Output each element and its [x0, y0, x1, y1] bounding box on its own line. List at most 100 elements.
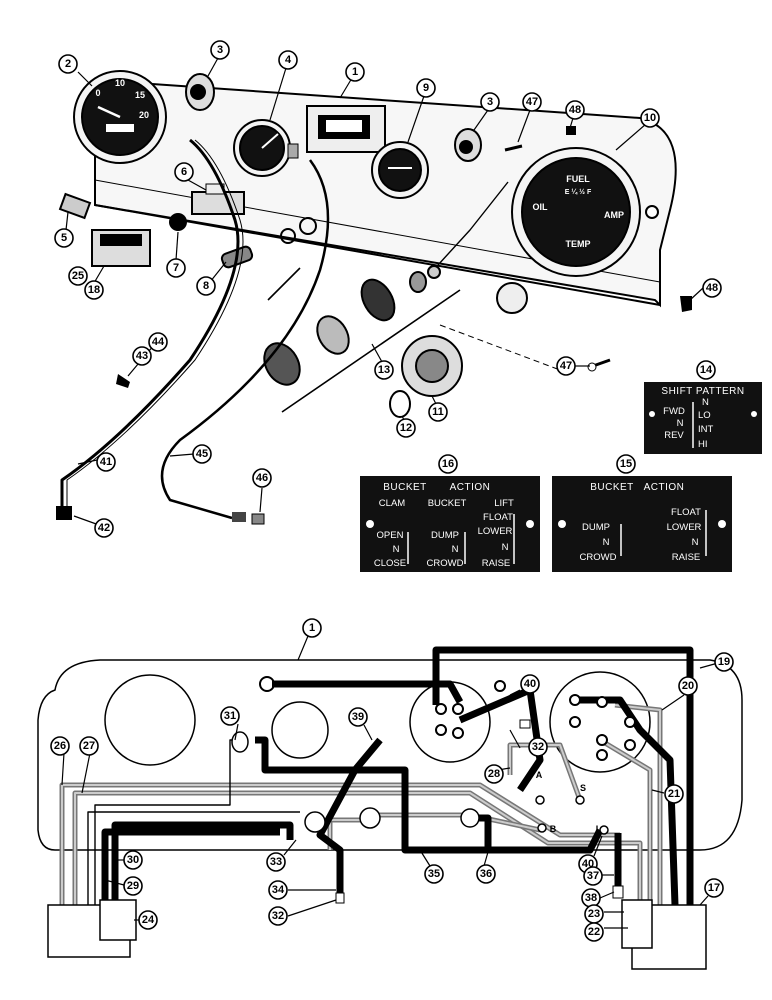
clip-43 — [116, 374, 130, 388]
callout-w37: 37 — [583, 866, 603, 886]
p16-clam-2: CLOSE — [374, 558, 406, 569]
p15-left-0: DUMP — [582, 522, 610, 533]
p15-right-1: LOWER — [667, 522, 702, 533]
leaders-bottom — [61, 635, 719, 929]
callout-w26: 26 — [50, 736, 70, 756]
callout-48-right: 48 — [702, 278, 722, 298]
guide-line-2 — [281, 289, 461, 413]
cigar-lighter-assembly — [263, 265, 441, 386]
svg-text:23: 23 — [588, 908, 600, 920]
gauge-hole-mid — [271, 701, 329, 759]
callout-5: 5 — [54, 228, 74, 248]
callout-43: 43 — [132, 346, 152, 366]
indicator-light-right — [454, 128, 482, 162]
harness-21-core — [599, 739, 651, 905]
terminal-i: I — [596, 824, 599, 834]
p16-bucket-0: DUMP — [431, 530, 459, 541]
callout-w36: 36 — [476, 864, 496, 884]
callout-w32-top: 32 — [528, 737, 548, 757]
callout-6: 6 — [174, 162, 194, 182]
callout-w1: 1 — [302, 618, 322, 638]
key-switch — [389, 335, 463, 418]
panel-flange — [94, 204, 661, 306]
mounting-nut-top — [566, 126, 576, 135]
combo-amp-label: AMP — [604, 210, 624, 220]
svg-text:38: 38 — [585, 892, 597, 904]
harness-27-core — [74, 792, 641, 905]
p16-lift-1: LOWER — [478, 526, 513, 537]
callout-47-top: 47 — [522, 92, 542, 112]
p16-title-right: ACTION — [450, 482, 491, 493]
callout-45: 45 — [192, 444, 212, 464]
mounting-screw-top — [504, 144, 523, 152]
callout-w27: 27 — [79, 736, 99, 756]
p15-right-0: FLOAT — [671, 507, 701, 518]
svg-text:21: 21 — [668, 788, 680, 800]
plate-bucket-action-16: BUCKET ACTION CLAM BUCKET LIFT OPEN N CL… — [360, 476, 540, 572]
callout-41: 41 — [96, 452, 116, 472]
leaders-top — [65, 57, 704, 526]
fitting-46 — [232, 512, 265, 525]
callout-w19: 19 — [714, 652, 734, 672]
svg-text:10: 10 — [644, 112, 656, 124]
p16-lift-3: RAISE — [482, 558, 511, 569]
callout-42: 42 — [94, 518, 114, 538]
tach-scale-20: 20 — [139, 110, 149, 120]
tach-scale-10: 10 — [115, 78, 125, 88]
callout-48-top: 48 — [565, 100, 585, 120]
svg-text:16: 16 — [442, 458, 454, 470]
svg-text:7: 7 — [173, 262, 179, 274]
p15-right-3: RAISE — [672, 552, 701, 563]
harness-20-core — [614, 704, 661, 905]
svg-text:32: 32 — [532, 741, 544, 753]
svg-text:14: 14 — [700, 364, 713, 376]
callout-w39: 39 — [348, 707, 368, 727]
svg-text:3: 3 — [487, 96, 493, 108]
guide-line-1 — [267, 267, 301, 301]
svg-text:12: 12 — [400, 422, 412, 434]
harness-top — [272, 680, 464, 704]
hour-meter — [306, 105, 386, 153]
callout-w33: 33 — [266, 852, 286, 872]
clip-48-right — [680, 296, 692, 312]
wire-27-thin — [87, 811, 300, 905]
shift-right-0: N — [702, 397, 709, 408]
light-socket-top-left — [259, 676, 275, 692]
callout-14: 14 — [696, 360, 716, 380]
callout-7: 7 — [166, 258, 186, 278]
svg-text:27: 27 — [83, 740, 95, 752]
callout-2: 2 — [58, 54, 78, 74]
p15-right-2: N — [692, 537, 699, 548]
callout-12: 12 — [396, 418, 416, 438]
connector-block-24 — [47, 899, 137, 958]
svg-text:42: 42 — [98, 522, 110, 534]
harness-30 — [111, 821, 294, 905]
callout-w24: 24 — [138, 910, 158, 930]
callout-w32-bottom: 32 — [268, 906, 288, 926]
callout-w31: 31 — [220, 706, 240, 726]
callout-11: 11 — [428, 402, 448, 422]
callout-46: 46 — [252, 468, 272, 488]
p15-title-left: BUCKET — [590, 482, 634, 493]
svg-text:1: 1 — [309, 622, 315, 634]
p15-left-1: N — [603, 537, 610, 548]
svg-text:32: 32 — [272, 910, 284, 922]
svg-text:35: 35 — [428, 868, 440, 880]
gauge-hole-center — [409, 681, 491, 763]
callout-w21: 21 — [664, 784, 684, 804]
svg-text:9: 9 — [423, 82, 429, 94]
callout-w35: 35 — [424, 864, 444, 884]
svg-text:28: 28 — [488, 768, 500, 780]
shift-left-0: FWD — [663, 406, 685, 417]
plate-shift-pattern: SHIFT PATTERN FWD N REV N LO INT HI — [644, 382, 762, 454]
p16-lift-0: FLOAT — [483, 512, 513, 523]
combo-temp-label: TEMP — [565, 239, 590, 249]
svg-text:48: 48 — [569, 104, 581, 116]
gauge-hole-left — [104, 674, 196, 766]
cable-41 — [60, 138, 240, 510]
callout-10: 10 — [640, 108, 660, 128]
svg-text:39: 39 — [352, 711, 364, 723]
svg-text:25: 25 — [72, 270, 84, 282]
svg-text:26: 26 — [54, 740, 66, 752]
